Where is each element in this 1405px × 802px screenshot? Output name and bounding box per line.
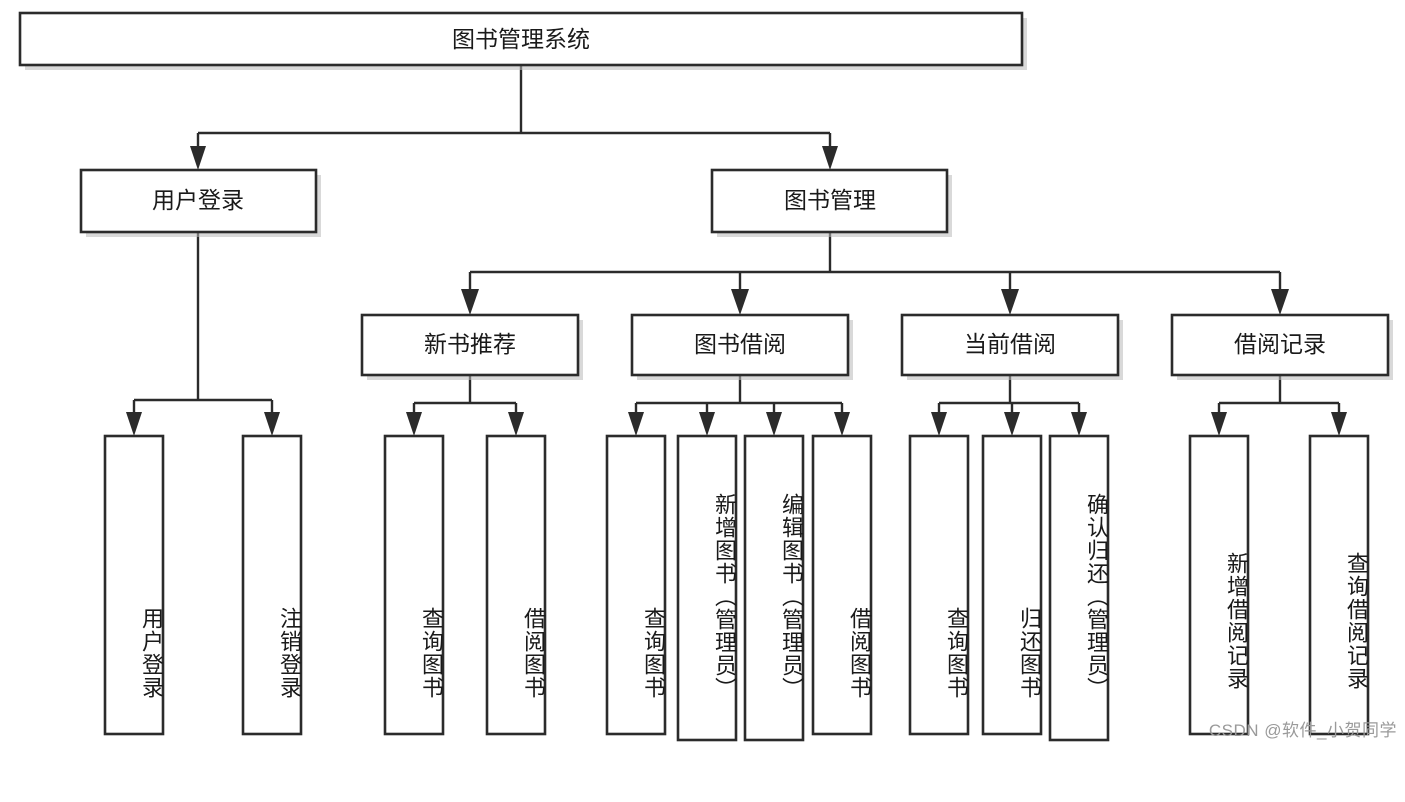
arrowhead-return-book: [1004, 412, 1020, 436]
edges-layer: [126, 65, 1347, 436]
node-book-management[interactable]: [710, 168, 949, 234]
label-book-borrow: 图书借阅: [694, 331, 786, 357]
node-current-borrow[interactable]: [900, 313, 1120, 377]
node-book-borrow[interactable]: [630, 313, 850, 377]
arrowhead-query-borrow-record: [1331, 412, 1347, 436]
label-user-login: 用户登录: [152, 187, 244, 213]
node-new-book-recommend[interactable]: [360, 313, 580, 377]
root-node-label: 图书管理系统: [452, 26, 590, 52]
node-query-book-current[interactable]: [908, 434, 970, 736]
node-confirm-return-admin[interactable]: [1048, 434, 1110, 742]
arrowhead-borrow-book-rec: [508, 412, 524, 436]
arrowhead-current-borrow: [1001, 289, 1019, 315]
edge-root-to-bus: [196, 65, 832, 152]
node-borrow-book-rec[interactable]: [485, 434, 547, 736]
arrowhead-user-login-action: [126, 412, 142, 436]
node-borrow-book-action[interactable]: [811, 434, 873, 736]
edge-borrowrecord-to-bus: [1217, 375, 1341, 418]
node-query-book-borrow[interactable]: [605, 434, 667, 736]
arrowhead-user-logout-action: [264, 412, 280, 436]
node-borrow-record[interactable]: [1170, 313, 1390, 377]
node-query-book-rec[interactable]: [383, 434, 445, 736]
node-user-logout-action[interactable]: [241, 434, 303, 736]
edge-currentborrow-to-bus: [937, 375, 1081, 418]
watermark-text: CSDN @软件_小贺同学: [1208, 721, 1397, 740]
label-borrow-record: 借阅记录: [1234, 331, 1326, 357]
arrowhead-query-book-current: [931, 412, 947, 436]
arrowhead-book-management: [822, 146, 838, 170]
arrowhead-query-book-borrow: [628, 412, 644, 436]
edge-bookmgmt-to-bus: [468, 232, 1282, 296]
label-book-management: 图书管理: [784, 187, 876, 213]
arrowhead-add-book-admin: [699, 412, 715, 436]
node-add-borrow-record[interactable]: [1188, 434, 1250, 736]
arrowhead-book-borrow: [731, 289, 749, 315]
node-user-login[interactable]: [79, 168, 318, 234]
node-user-login-action[interactable]: [103, 434, 165, 736]
arrowhead-edit-book-admin: [766, 412, 782, 436]
edge-bookborrow-to-bus: [634, 375, 844, 418]
node-query-borrow-record[interactable]: [1308, 434, 1370, 736]
node-edit-book-admin[interactable]: [743, 434, 805, 742]
arrowhead-borrow-book-action: [834, 412, 850, 436]
nodes-layer: 图书管理系统 用户登录 图书管理 新书推荐 图书借阅 当前借阅 借阅记录: [18, 11, 1393, 742]
edge-newbook-to-bus: [412, 375, 518, 418]
tree-diagram-svg: 图书管理系统 用户登录 图书管理 新书推荐 图书借阅 当前借阅 借阅记录: [18, 11, 1393, 742]
diagram-canvas: 图书管理系统 用户登录 图书管理 新书推荐 图书借阅 当前借阅 借阅记录: [18, 11, 1397, 742]
arrowhead-confirm-return-admin: [1071, 412, 1087, 436]
root-node-box[interactable]: [18, 11, 1024, 67]
arrowhead-add-borrow-record: [1211, 412, 1227, 436]
node-add-book-admin[interactable]: [676, 434, 738, 742]
edge-userlogin-to-bus: [132, 232, 274, 418]
arrowhead-borrow-record: [1271, 289, 1289, 315]
label-current-borrow: 当前借阅: [964, 331, 1056, 357]
label-new-book-recommend: 新书推荐: [424, 331, 516, 357]
arrowhead-user-login: [190, 146, 206, 170]
node-return-book[interactable]: [981, 434, 1043, 736]
arrowhead-new-book-recommend: [461, 289, 479, 315]
arrowhead-query-book-rec: [406, 412, 422, 436]
